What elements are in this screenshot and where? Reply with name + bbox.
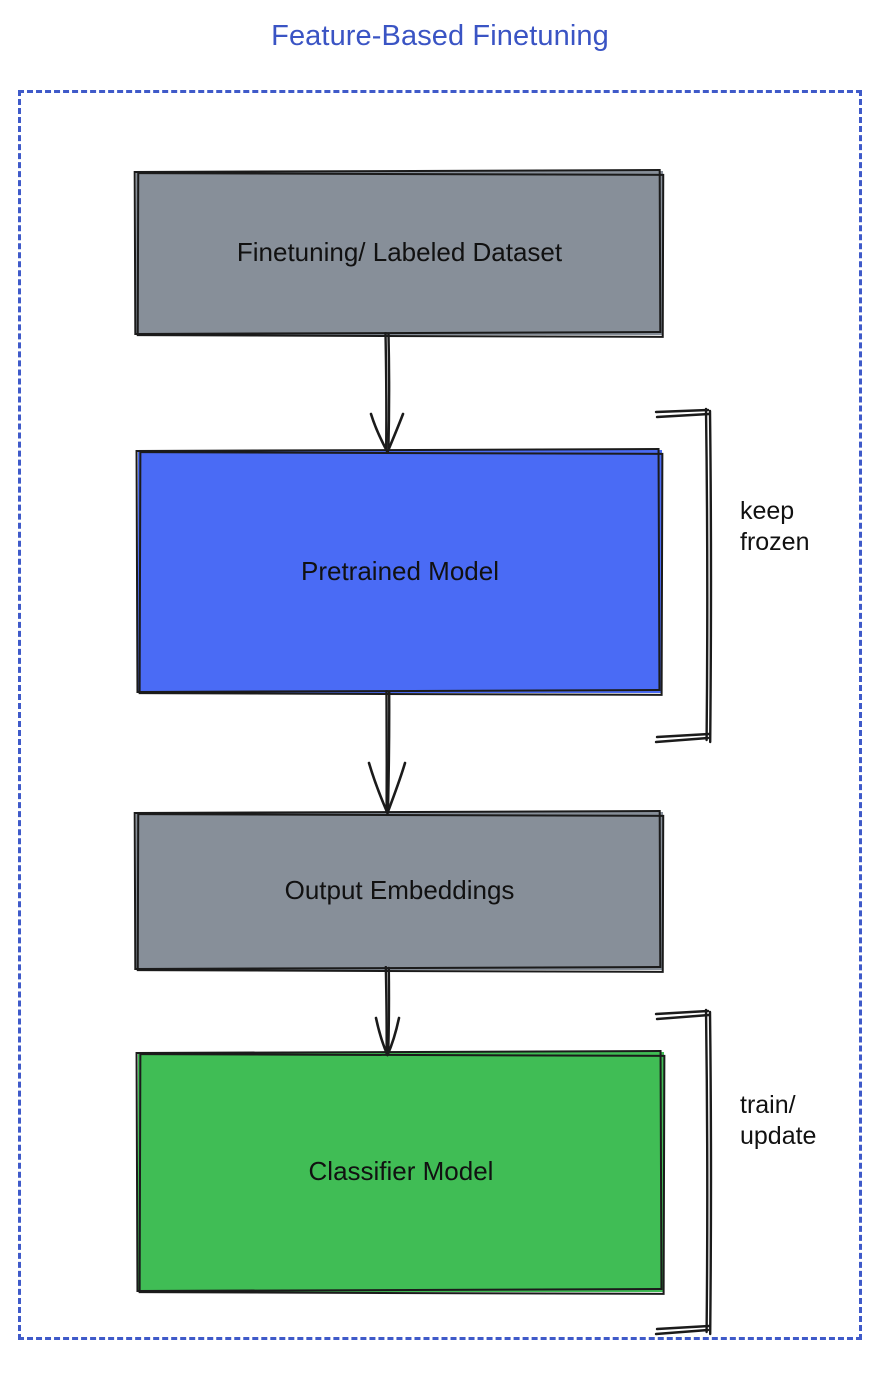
node-label: Output Embeddings xyxy=(284,875,515,906)
annotation-train-update: train/ update xyxy=(740,1091,817,1150)
node-fill xyxy=(138,450,662,693)
arrow-down-svg xyxy=(367,689,407,815)
arrow-down-icon xyxy=(352,331,422,456)
arrow-down-svg xyxy=(374,965,401,1057)
page-title: Feature-Based Finetuning xyxy=(271,20,609,52)
node-label: Classifier Model xyxy=(308,1156,494,1187)
diagram-dashed-frame xyxy=(18,90,862,1340)
annotation-keep-frozen: keep frozen xyxy=(740,497,810,556)
node-classifier-model[interactable]: Classifier Model xyxy=(135,1049,666,1295)
arrow-down-icon xyxy=(352,689,422,816)
curly-bracket-icon-train-update xyxy=(650,1008,724,1338)
arrow-down-svg xyxy=(369,331,405,454)
node-pretrained-model[interactable]: Pretrained Model xyxy=(135,448,664,696)
bracket-svg xyxy=(654,1008,713,1336)
arrow-down-icon xyxy=(352,965,422,1058)
node-label: Pretrained Model xyxy=(301,555,499,586)
node-output-embeddings[interactable]: Output Embeddings xyxy=(133,809,665,973)
node-fill xyxy=(136,171,663,335)
node-fill xyxy=(138,1052,664,1292)
node-fill xyxy=(136,812,663,970)
bracket-svg xyxy=(654,407,713,744)
node-finetuning-labeled-dataset[interactable]: Finetuning/ Labeled Dataset xyxy=(133,168,665,338)
node-label: Finetuning/ Labeled Dataset xyxy=(236,237,563,268)
curly-bracket-icon-keep-frozen xyxy=(650,406,724,746)
